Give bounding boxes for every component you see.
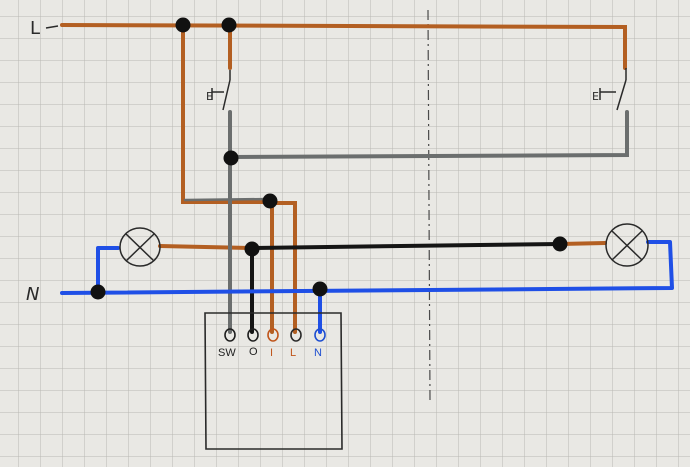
device-box [204,312,343,450]
terminal-label-l: L [290,347,296,359]
live-bus-wire [60,23,627,70]
line-label: L [30,18,40,39]
terminal-l [290,328,302,342]
junction-dot [244,241,260,257]
junction-dot [552,236,568,252]
brown-wires [60,23,627,334]
lamp-left [119,227,161,267]
switch-icon [222,79,231,111]
terminal-sw [224,328,236,342]
grey-parallel-wire [183,197,272,202]
junction-dot [90,284,106,300]
divider-line [427,9,431,401]
lamp-icon [605,223,649,267]
terminal-i [267,328,279,342]
junction-dot [262,193,278,209]
lamp-left-neutral-wire [96,246,120,294]
grey-wires [183,110,629,334]
terminal-label-n: N [314,347,322,359]
neutral-label: N [26,284,39,305]
terminal-label-i: I [270,347,273,359]
traveller-wire [228,110,629,159]
junction-dot [223,150,239,166]
terminal-l-wire [270,201,297,334]
lamp-left-wire [158,244,252,250]
switch-left [211,70,231,111]
switch-icon [616,79,627,111]
terminal-circles [224,328,326,342]
terminal-label-o: O [249,346,258,358]
live-drop-wire [181,23,274,204]
junction-dot [221,17,237,33]
junction-dot [175,17,191,33]
lamp-right [605,223,649,267]
lamp-icon [119,227,161,267]
switch-right [599,68,627,111]
neutral-bus-wire [60,240,674,295]
junction-dot [312,281,328,297]
switch-right-label: E [592,90,599,103]
lamp-link-wire [248,242,562,250]
terminal-label-sw: SW [218,347,236,359]
lamp-right-wire [558,241,607,246]
junction-dots [90,17,568,300]
switch-left-label: E [206,90,213,103]
terminal-n [314,328,326,342]
terminal-o [247,328,259,342]
blue-wires [60,240,674,334]
line-label-tick [45,25,59,29]
